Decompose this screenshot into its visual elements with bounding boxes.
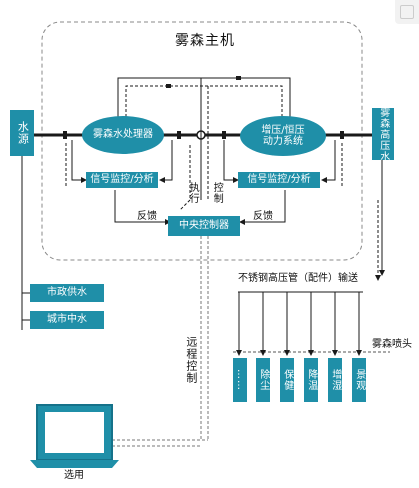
booster-system: 增压/恒压 动力系统 xyxy=(240,116,326,156)
feedback-right: 反馈 xyxy=(253,210,273,222)
optional-label: 选用 xyxy=(64,470,84,482)
execute-label: 执行 xyxy=(187,182,199,204)
host-frame xyxy=(41,21,363,261)
corner-image-icon xyxy=(395,0,419,24)
municipal-water-box: 市政供水 xyxy=(30,284,104,302)
output-box-health: 保健 xyxy=(280,358,294,402)
signal-monitor-right: 信号监控/分析 xyxy=(238,172,320,188)
output-box-dust-removal: 除尘 xyxy=(256,358,270,402)
output-box-landscape: 景观 xyxy=(352,358,366,402)
output-box-cooling: 降温 xyxy=(304,358,318,402)
feedback-left: 反馈 xyxy=(137,210,157,222)
central-controller: 中央控制器 xyxy=(168,216,240,236)
control-label: 控制 xyxy=(211,182,223,204)
city-reclaimed-water-box: 城市中水 xyxy=(30,311,104,329)
remote-control-label: 远程控制 xyxy=(184,336,198,384)
water-processor: 雾森水处理器 xyxy=(82,116,164,154)
water-source-box: 水源 xyxy=(10,110,34,156)
output-box-humidify: 增湿 xyxy=(328,358,342,402)
pipe-label: 不锈钢高压管（配件）输送 xyxy=(238,273,358,285)
output-box-etc: …… xyxy=(233,358,247,402)
signal-monitor-left: 信号监控/分析 xyxy=(86,172,158,188)
nozzle-label: 雾森喷头 xyxy=(372,338,412,350)
high-pressure-water-box: 雾森高压水 xyxy=(372,107,394,162)
laptop-icon xyxy=(30,404,119,468)
host-title: 雾森主机 xyxy=(175,32,235,49)
